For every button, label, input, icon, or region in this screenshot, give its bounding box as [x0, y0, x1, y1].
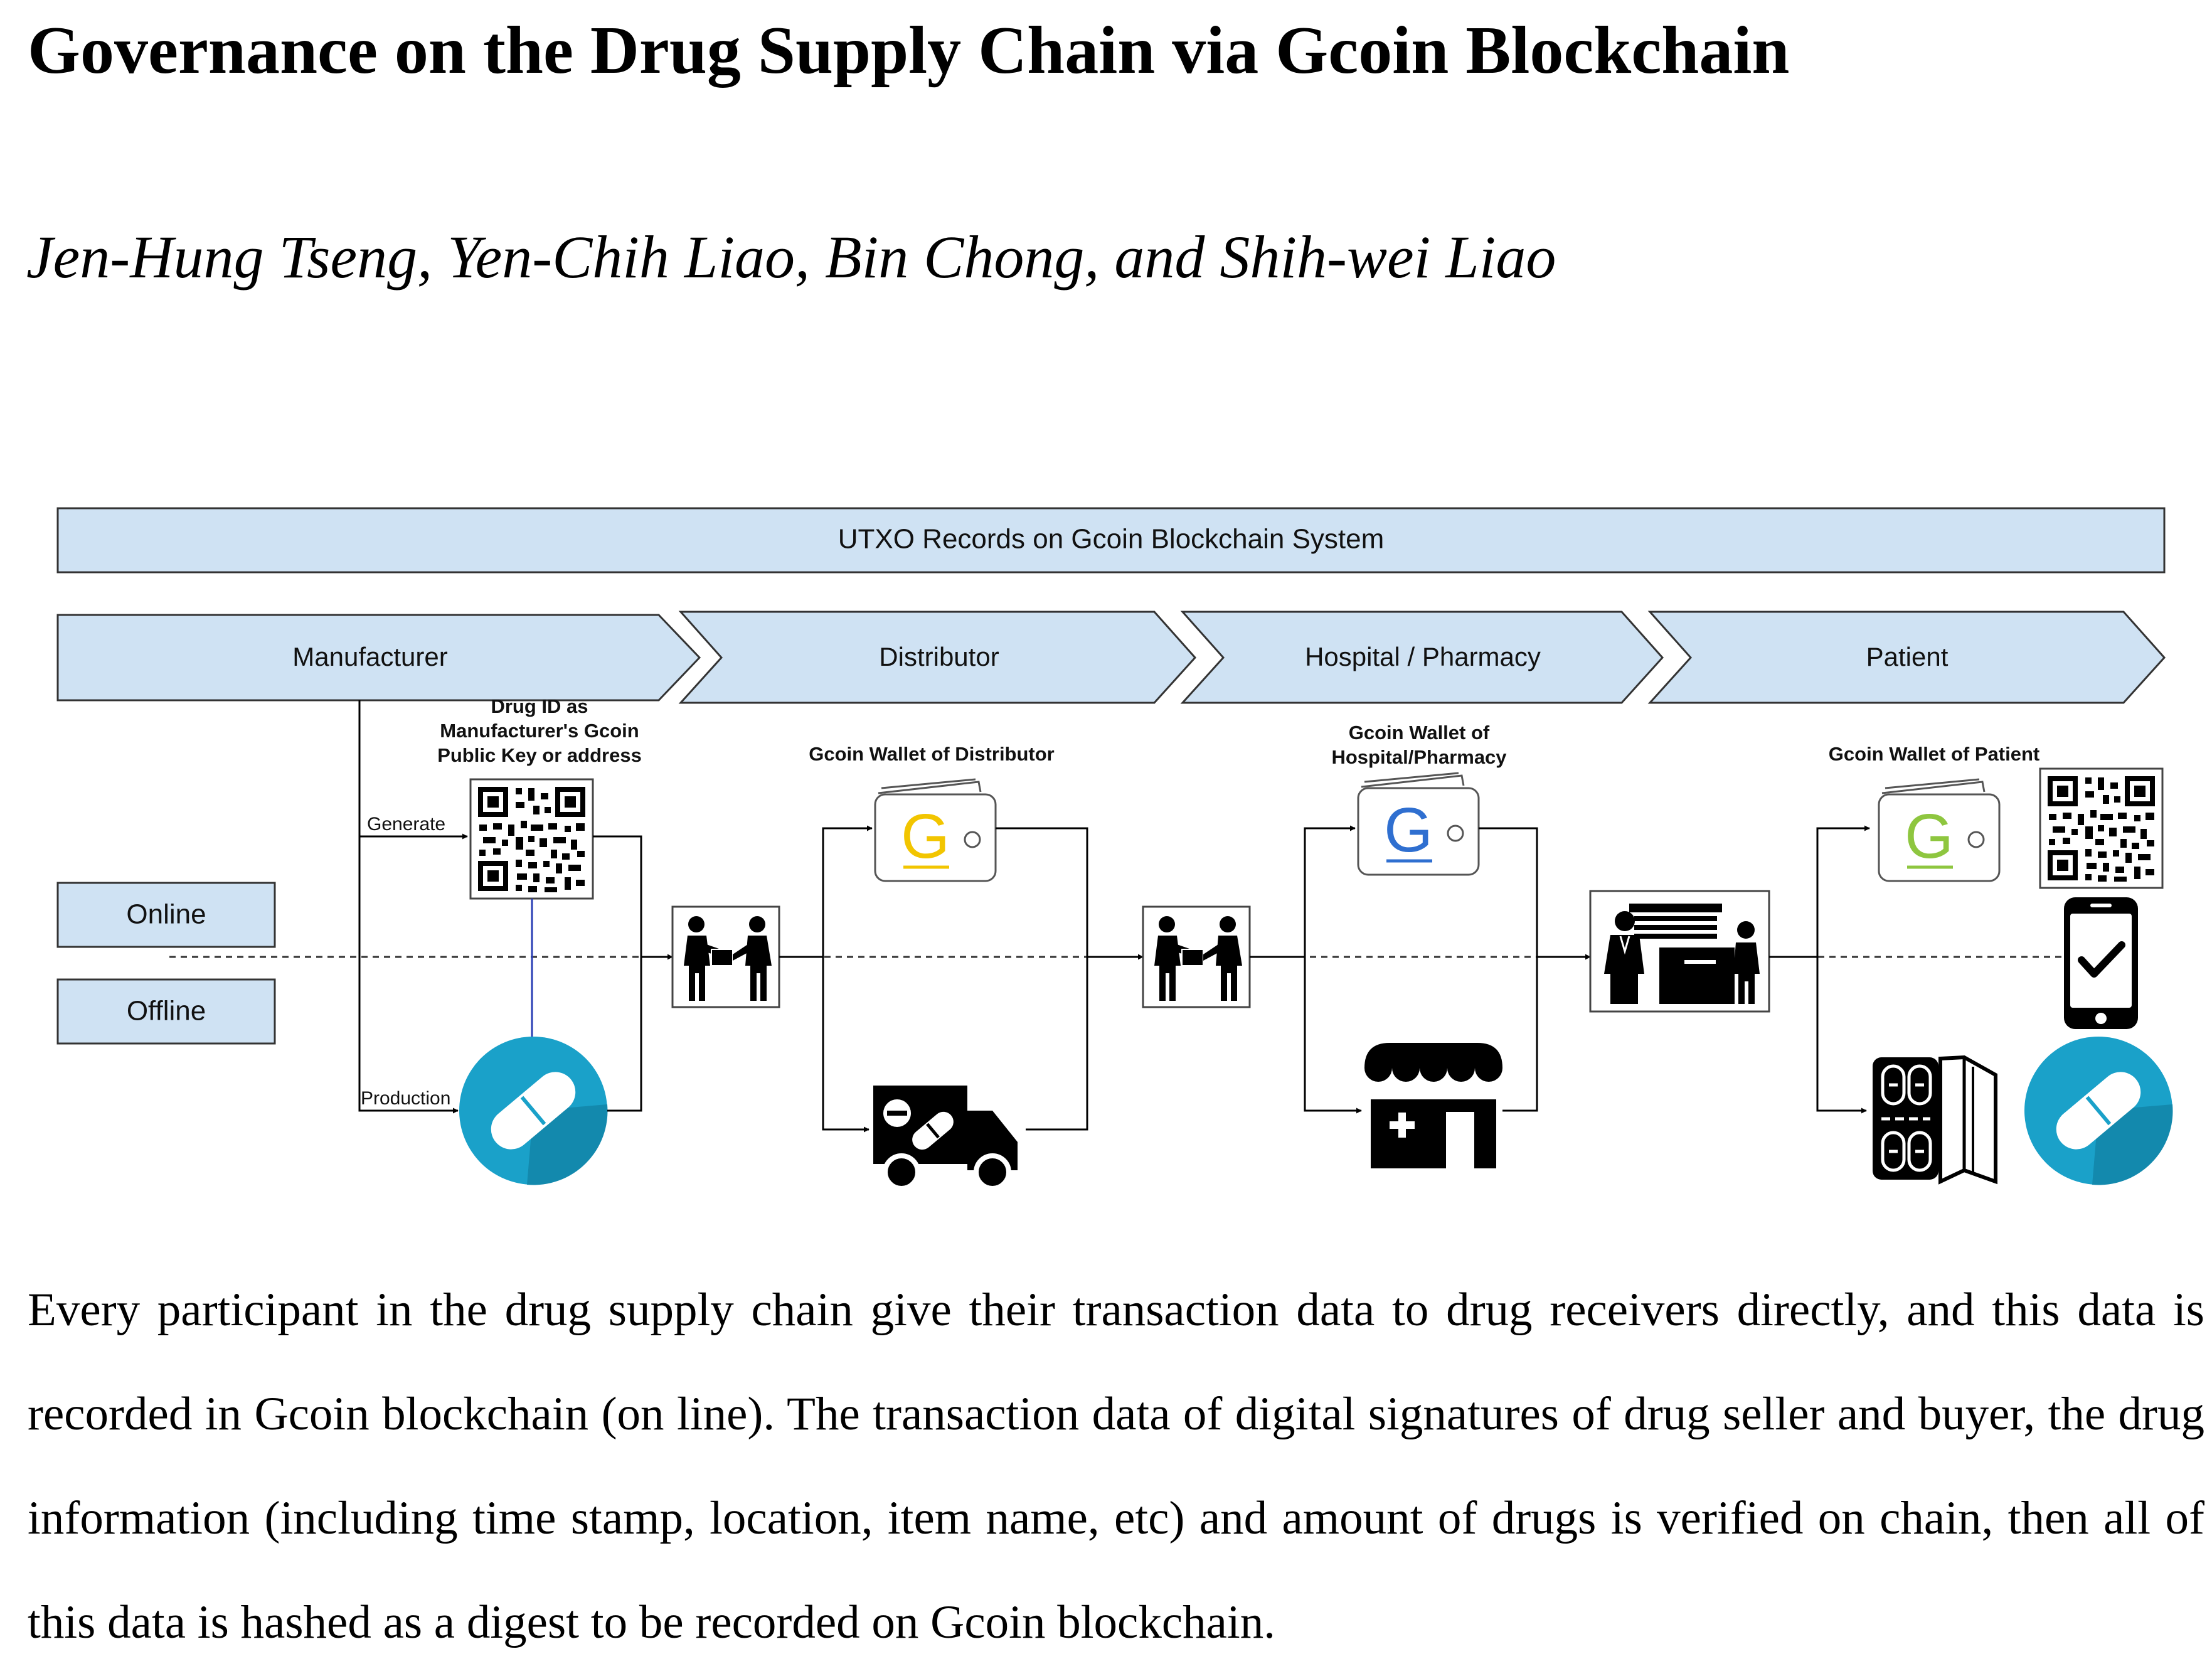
blister-pack-icon — [1873, 1055, 1997, 1185]
stage-manufacturer — [56, 614, 701, 702]
stage-label-distributor: Distributor — [879, 642, 999, 671]
wallet-g-letter: G — [1384, 795, 1433, 865]
to-patient-wallet-arrow — [1816, 825, 1870, 957]
wallet-icon: G — [1878, 778, 2001, 882]
stage-label-patient: Patient — [1866, 642, 1949, 671]
wallet-patient-label: Gcoin Wallet of Patient — [1829, 743, 2039, 765]
pill-icon — [2024, 1037, 2173, 1185]
wallet-hospital-label-line2: Hospital/Pharmacy — [1331, 746, 1507, 768]
handover-icon — [1142, 905, 1251, 1008]
pharmacy-store-icon — [1364, 1043, 1502, 1168]
drug-id-label-line2: Manufacturer's Gcoin — [440, 720, 639, 742]
wallet-g-letter: G — [901, 801, 950, 872]
production-arrow — [358, 836, 459, 1114]
to-hospital-wallet-arrow — [1304, 825, 1356, 957]
truck-to-handover2-line — [1026, 957, 1088, 1131]
stage-label-manufacturer: Manufacturer — [292, 642, 447, 671]
supply-chain-figure: UTXO Records on Gcoin Blockchain System … — [0, 489, 2212, 1230]
handover-icon — [671, 905, 780, 1008]
offline-box — [56, 978, 276, 1045]
wallet-distributor-label: Gcoin Wallet of Distributor — [809, 743, 1055, 765]
delivery-truck-icon — [873, 1086, 1018, 1191]
pill-to-handover-line — [607, 957, 642, 1112]
qr-to-handover-line — [593, 835, 642, 957]
body-paragraph: Every participant in the drug supply cha… — [28, 1284, 2204, 1648]
pharmacy-store-out-line — [1502, 957, 1538, 1112]
pharmacist-counter-icon — [1589, 890, 1770, 1013]
blockchain-banner-label: UTXO Records on Gcoin Blockchain System — [838, 524, 1385, 555]
wallet-hospital-label-line1: Gcoin Wallet of — [1349, 722, 1490, 744]
wallet-icon: G — [874, 778, 997, 882]
online-label: Online — [126, 899, 206, 930]
wallet-to-handover2-line — [996, 827, 1088, 957]
smartphone-check-icon — [2064, 897, 2138, 1029]
pill-icon — [459, 1037, 608, 1185]
wallet-g-letter: G — [1905, 801, 1954, 872]
to-blister-pack-arrow — [1816, 957, 1867, 1114]
stage-label-hospital-pharmacy: Hospital / Pharmacy — [1305, 642, 1541, 671]
to-distributor-wallet-arrow — [822, 825, 873, 957]
drug-id-label-line1: Drug ID as — [491, 695, 588, 717]
blockchain-banner — [56, 507, 2166, 574]
wallet-icon: G — [1357, 772, 1480, 876]
drug-id-label-line3: Public Key or address — [437, 744, 642, 766]
paper-authors: Jen-Hung Tseng, Yen-Chih Liao, Bin Chong… — [26, 223, 1556, 291]
to-truck-arrow — [822, 957, 869, 1133]
qr-code-icon — [2039, 767, 2164, 889]
generate-label: Generate — [367, 814, 445, 835]
stage-patient — [1647, 611, 2166, 704]
production-label: Production — [361, 1088, 450, 1109]
qr-code-icon — [469, 778, 594, 900]
stage-hospital-pharmacy — [1180, 611, 1664, 704]
online-box — [56, 882, 276, 948]
offline-label: Offline — [127, 996, 206, 1027]
to-pharmacy-store-arrow — [1304, 957, 1362, 1114]
paper-title: Governance on the Drug Supply Chain via … — [28, 13, 1790, 88]
stage-distributor — [678, 611, 1197, 704]
hospital-wallet-out-line — [1479, 827, 1538, 957]
